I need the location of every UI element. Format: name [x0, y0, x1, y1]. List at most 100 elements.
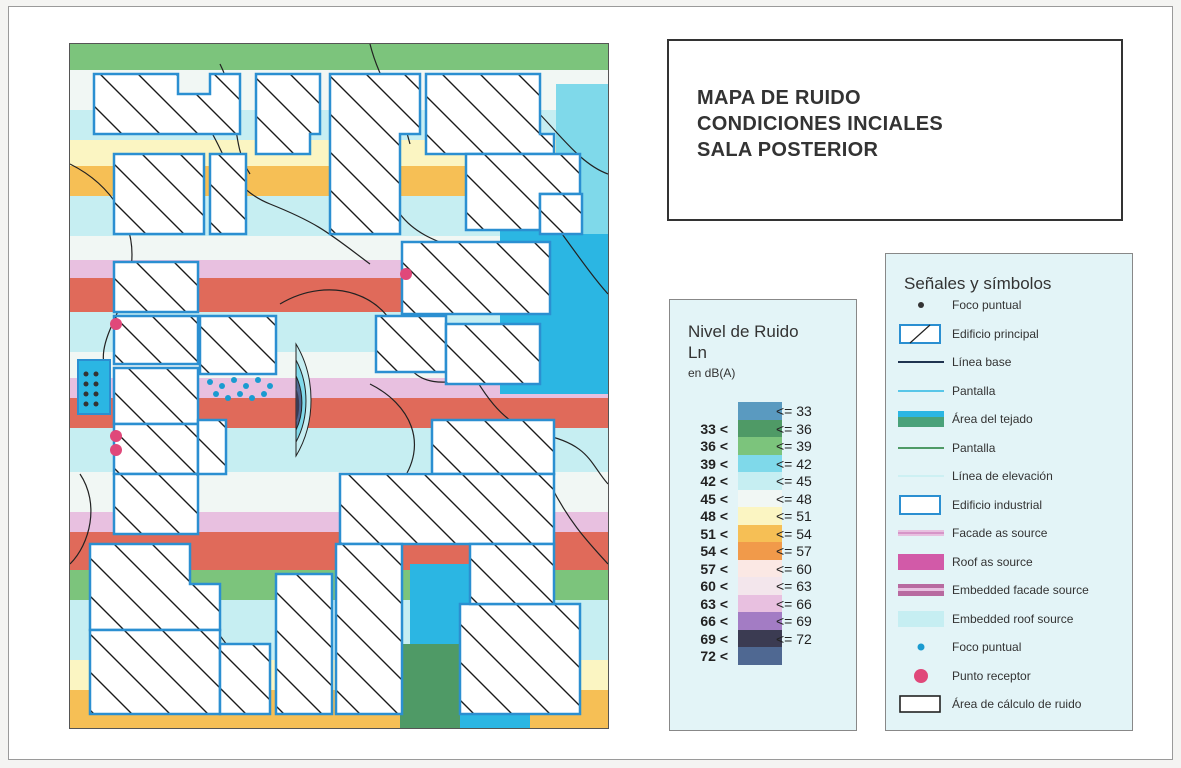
scale-upper-bound: <= 33 — [776, 403, 812, 419]
industrial-building-icon — [896, 494, 946, 516]
legend-item-label: Embedded facade source — [952, 583, 1089, 597]
legend-item: Facade as source — [896, 522, 1132, 544]
main-building-icon — [896, 323, 946, 345]
legend-item-label: Pantalla — [952, 383, 996, 398]
scale-swatch — [738, 577, 782, 595]
scale-swatch — [738, 437, 782, 455]
title-line-3: SALA POSTERIOR — [697, 139, 879, 161]
scale-swatch — [738, 612, 782, 630]
scale-metric: Ln — [688, 343, 707, 362]
elevation-line-icon — [896, 465, 946, 487]
noise-map[interactable] — [69, 43, 609, 729]
point-source-blue-icon — [896, 636, 946, 658]
scale-lower-bound: 39 < — [700, 455, 728, 472]
roof-source-icon — [896, 551, 946, 573]
scale-swatch — [738, 507, 782, 525]
point-source-dot-icon — [896, 294, 946, 316]
screen-green-line-icon — [896, 437, 946, 459]
scale-swatch — [738, 647, 782, 665]
scale-lower-bound: 60 < — [700, 578, 728, 594]
legend-item-label: Pantalla — [952, 440, 996, 455]
receiver-points — [110, 268, 412, 456]
scale-swatch — [738, 489, 782, 507]
screen-line-icon — [896, 380, 946, 402]
facade-source-icon — [896, 522, 946, 544]
scale-swatch — [738, 472, 782, 490]
scale-swatch — [738, 402, 782, 420]
scale-swatch — [738, 542, 782, 560]
legend-item-label: Facade as source — [952, 526, 1048, 540]
scale-upper-bound: <= 63 — [776, 578, 812, 594]
cooling-unit — [77, 359, 111, 415]
scale-lower-bound: 57 < — [700, 560, 728, 577]
scale-upper-bound: <= 54 — [776, 525, 812, 542]
scale-swatch — [738, 559, 782, 577]
scale-unit: en dB(A) — [688, 366, 736, 380]
legend-item-label: Foco puntual — [952, 640, 1022, 654]
roof-area-icon — [896, 408, 946, 430]
scale-heading: Nivel de Ruido — [688, 322, 799, 341]
scale-lower-bound: 66 < — [700, 613, 728, 629]
scale-lower-bound: 51 < — [700, 525, 728, 542]
title-line-2: CONDICIONES INCIALES — [697, 113, 944, 135]
legend-item-label: Línea base — [952, 355, 1012, 369]
scale-lower-bound: 69 < — [700, 630, 728, 647]
scale-upper-bound: <= 36 — [776, 420, 812, 437]
legend-item: Embedded facade source — [896, 579, 1132, 601]
buildings — [88, 72, 584, 716]
legend-item: Roof as source — [896, 551, 1132, 573]
sound-source-pattern — [295, 342, 312, 458]
legend-heading: Señales y símbolos — [904, 274, 1052, 293]
embedded-roof-icon — [896, 608, 946, 630]
legend-item-label: Edificio industrial — [952, 497, 1043, 512]
legend-item: Área de cálculo de ruido — [896, 693, 1132, 715]
legend-item: Foco puntual — [896, 294, 1132, 316]
scale-lower-bound: 36 < — [700, 438, 728, 454]
scale-swatch — [738, 629, 782, 647]
scale-upper-bound: <= 69 — [776, 613, 812, 629]
scale-upper-bound: <= 45 — [776, 473, 812, 489]
scale-lower-bound: 42 < — [700, 473, 728, 489]
receiver-point-icon — [896, 665, 946, 687]
scale-lower-bound: 48 < — [700, 508, 728, 524]
legend-item: Línea de elevación — [896, 465, 1132, 487]
calc-area-icon — [896, 693, 946, 715]
scale-lower-bound: 33 < — [700, 420, 728, 437]
base-line-icon — [896, 351, 946, 373]
legend-item-label: Área de cálculo de ruido — [952, 697, 1082, 711]
legend-item-label: Foco puntual — [952, 298, 1022, 312]
scale-swatch — [738, 594, 782, 612]
scale-lower-bound: 63 < — [700, 595, 728, 612]
scale-lower-bound: 45 < — [700, 490, 728, 507]
noise-level-scale: Nivel de Ruido Ln en dB(A) <= 33 33 < <= 3… — [669, 299, 857, 731]
legend-item-label: Línea de elevación — [952, 469, 1053, 483]
scale-upper-bound: <= 51 — [776, 508, 812, 524]
legend-item: Foco puntual — [896, 636, 1132, 658]
legend-item: Línea base — [896, 351, 1132, 373]
map-sheet: MAPA DE RUIDO CONDICIONES INCIALES SALA … — [8, 6, 1173, 760]
map-title-box: MAPA DE RUIDO CONDICIONES INCIALES SALA … — [667, 39, 1123, 221]
legend-item: Edificio principal — [896, 323, 1132, 345]
scale-color-bar — [738, 402, 782, 665]
legend-item-label: Área del tejado — [952, 412, 1033, 426]
legend-item: Embedded roof source — [896, 608, 1132, 630]
scale-upper-bound: <= 42 — [776, 455, 812, 472]
legend-item: Área del tejado — [896, 408, 1132, 430]
scale-upper-bound: <= 72 — [776, 630, 812, 647]
scale-lower-bound: 72 < — [700, 648, 728, 664]
scale-swatch — [738, 454, 782, 472]
scale-swatch — [738, 524, 782, 542]
scale-lower-bound: 54 < — [700, 543, 728, 559]
title-line-1: MAPA DE RUIDO — [697, 87, 861, 109]
legend-item-label: Roof as source — [952, 554, 1033, 569]
scale-upper-bound: <= 48 — [776, 490, 812, 507]
noise-map-canvas — [70, 44, 608, 728]
legend-item-label: Embedded roof source — [952, 611, 1074, 626]
legend-item: Punto receptor — [896, 665, 1132, 687]
embedded-facade-icon — [896, 579, 946, 601]
legend-item: Pantalla — [896, 380, 1132, 402]
legend-item: Pantalla — [896, 437, 1132, 459]
scale-swatch — [738, 419, 782, 437]
point-sources — [207, 377, 273, 401]
